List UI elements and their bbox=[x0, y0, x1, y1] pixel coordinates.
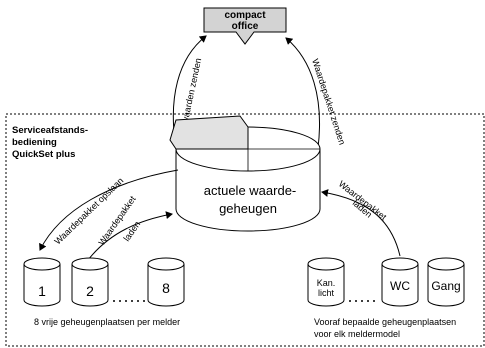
free-slot-dots bbox=[113, 300, 145, 302]
arrow-package-send bbox=[285, 37, 321, 149]
label-package-send: Waardepakket zenden bbox=[310, 58, 347, 146]
svg-text:Kan.: Kan. bbox=[317, 278, 336, 288]
preset-slot-gang: Gang bbox=[427, 257, 465, 307]
arrow-load-right bbox=[321, 189, 401, 257]
preset-slot-dots bbox=[349, 300, 375, 302]
memory-label-line2: geheugen bbox=[219, 201, 277, 216]
svg-text:QuickSet plus: QuickSet plus bbox=[12, 149, 75, 160]
office-title-line1: compact bbox=[224, 10, 266, 21]
svg-text:Serviceafstands-: Serviceafstands- bbox=[12, 125, 88, 136]
arrow-load-left bbox=[87, 211, 173, 261]
svg-text:8: 8 bbox=[162, 280, 170, 296]
remote-region bbox=[5, 113, 485, 347]
preset-slot-kanlicht: Kan. licht bbox=[307, 257, 345, 307]
svg-text:licht: licht bbox=[318, 288, 335, 298]
free-slot-8: 8 bbox=[147, 257, 185, 307]
memory-cylinder: actuele waarde- geheugen bbox=[169, 115, 321, 232]
remote-label: Serviceafstands- bediening QuickSet plus bbox=[12, 125, 88, 160]
office-title-line2: office bbox=[232, 21, 259, 32]
arrow-package-save bbox=[39, 169, 179, 251]
label-load-right-1: Waardepakket bbox=[337, 179, 389, 223]
label-load-left-2: laden bbox=[121, 219, 142, 243]
free-slot-1: 1 bbox=[23, 257, 61, 307]
svg-text:bediening: bediening bbox=[12, 137, 57, 148]
memory-label-line1: actuele waarde- bbox=[204, 183, 297, 198]
svg-text:1: 1 bbox=[38, 283, 46, 299]
preset-slots-caption-line2: voor elk meldermodel bbox=[314, 329, 400, 339]
compact-office-box: compact office bbox=[203, 7, 287, 45]
free-slots-caption: 8 vrije geheugenplaatsen per melder bbox=[34, 317, 180, 327]
svg-text:WC: WC bbox=[390, 279, 410, 293]
free-slot-2: 2 bbox=[71, 257, 109, 307]
lid-flap bbox=[169, 115, 249, 150]
preset-slots-caption-line1: Vooraf bepaalde geheugenplaatsen bbox=[314, 317, 456, 327]
svg-text:Gang: Gang bbox=[431, 279, 460, 293]
svg-text:2: 2 bbox=[86, 283, 94, 299]
preset-slot-wc: WC bbox=[381, 257, 419, 307]
